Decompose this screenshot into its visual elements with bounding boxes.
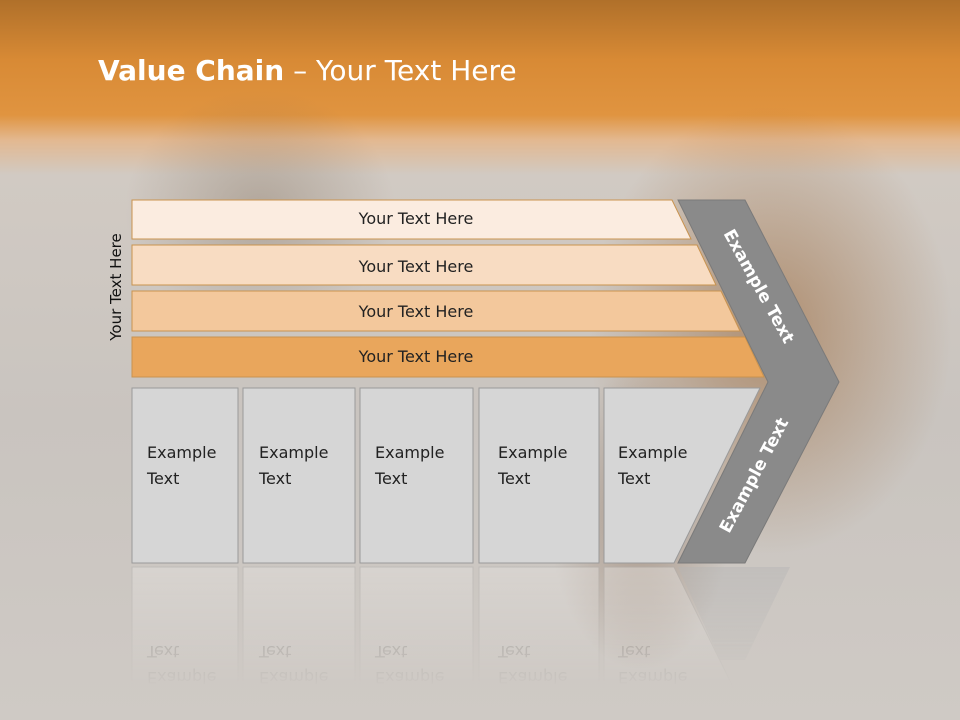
reflection-box-2	[242, 566, 356, 720]
chevron-shape	[677, 199, 840, 564]
reflection-box-5-line2: Text	[617, 642, 650, 661]
reflection-chevron	[678, 567, 790, 660]
box-5: Example Text	[603, 387, 761, 564]
reflection-box-4-line2: Text	[497, 642, 530, 661]
box-5-line2: Text	[617, 469, 650, 488]
box-1-line1: Example	[147, 443, 216, 462]
box-2-line2: Text	[258, 469, 291, 488]
reflection-box-1-line2: Text	[146, 642, 179, 661]
reflection: Example Text Example Text Example Text E…	[131, 566, 790, 720]
reflection-box-1-line1: Example	[147, 668, 216, 687]
reflection-box-2-line2: Text	[258, 642, 291, 661]
reflection-box-3-line2: Text	[374, 642, 407, 661]
band-1-shape	[131, 199, 692, 240]
band-2-shape	[131, 244, 717, 286]
box-2: Example Text	[242, 387, 356, 564]
band-2: Your Text Here	[131, 244, 717, 286]
band-3: Your Text Here	[131, 290, 741, 332]
title-rest: – Your Text Here	[284, 54, 517, 87]
band-1-label: Your Text Here	[358, 209, 474, 228]
slide-title: Value Chain – Your Text Here	[98, 54, 517, 87]
reflection-box-1	[131, 566, 239, 720]
box-3-line1: Example	[375, 443, 444, 462]
box-2-shape	[242, 387, 356, 564]
box-5-line1: Example	[618, 443, 687, 462]
reflection-box-3	[359, 566, 474, 720]
box-2-line1: Example	[259, 443, 328, 462]
reflection-box-2-line1: Example	[259, 668, 328, 687]
band-1: Your Text Here	[131, 199, 692, 240]
band-4: Your Text Here	[131, 336, 765, 378]
reflection-box-4-line1: Example	[498, 668, 567, 687]
band-4-label: Your Text Here	[358, 347, 474, 366]
chevron: Example Text Example Text	[677, 199, 840, 564]
band-3-shape	[131, 290, 741, 332]
box-5-shape	[603, 387, 761, 564]
box-4-shape	[478, 387, 600, 564]
box-4: Example Text	[478, 387, 600, 564]
reflection-box-5-line1: Example	[618, 668, 687, 687]
box-1-line2: Text	[146, 469, 179, 488]
box-3: Example Text	[359, 387, 474, 564]
box-3-shape	[359, 387, 474, 564]
band-4-shape	[131, 336, 765, 378]
title-bold: Value Chain	[98, 54, 285, 87]
reflection-box-5	[603, 566, 750, 720]
reflection-box-3-line1: Example	[375, 668, 444, 687]
band-3-label: Your Text Here	[358, 302, 474, 321]
box-1-shape	[131, 387, 239, 564]
box-3-line2: Text	[374, 469, 407, 488]
band-2-label: Your Text Here	[358, 257, 474, 276]
box-4-line2: Text	[497, 469, 530, 488]
box-4-line1: Example	[498, 443, 567, 462]
reflection-box-4	[478, 566, 600, 720]
box-1: Example Text	[131, 387, 239, 564]
